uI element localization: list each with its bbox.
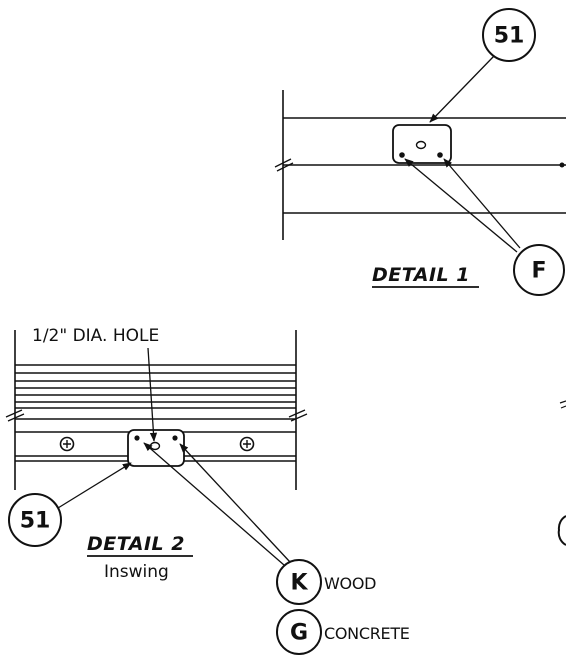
- detail-2-drawing: [5, 330, 308, 490]
- legend-wood-label: WOOD: [324, 574, 376, 593]
- callout-g-circle: [276, 609, 322, 655]
- callout-k-circle: [276, 559, 322, 605]
- callout-51-bottom-circle: [8, 493, 62, 547]
- detail-2-break-mark-left: [5, 409, 25, 422]
- edge-break-mark-fragment: [559, 400, 566, 409]
- detail-2-screw-left: [134, 435, 140, 441]
- detail-2-fastener-right: [239, 436, 255, 452]
- callout-f: F: [404, 158, 565, 296]
- callout-51-top-leader: [429, 55, 495, 123]
- callout-51-bottom-leader: [57, 462, 132, 509]
- detail-2-subtitle: Inswing: [104, 562, 169, 582]
- callout-k-label: K: [290, 571, 308, 596]
- detail-2-title: DETAIL 2: [87, 533, 185, 555]
- callout-51-top: 51: [429, 8, 536, 123]
- callout-k-leader-right: [179, 443, 291, 563]
- legend-concrete-label: CONCRETE: [324, 624, 410, 643]
- detail-1-break-mark: [274, 158, 294, 172]
- detail-1-drawing: [274, 90, 566, 240]
- callout-k: K WOOD: [143, 442, 376, 605]
- callout-f-leader-right: [443, 158, 521, 249]
- callout-51-top-label: 51: [494, 24, 525, 49]
- detail-2-fastener-left: [59, 436, 75, 452]
- detail-2-screw-right: [172, 435, 178, 441]
- callout-51-bottom-label: 51: [20, 509, 51, 534]
- edge-callout-fragment: [557, 515, 566, 546]
- callout-g: G CONCRETE: [276, 609, 410, 655]
- detail-2-hole-leader: [147, 347, 158, 442]
- detail-2-plate: [127, 429, 185, 467]
- detail-2-break-mark-right: [288, 409, 308, 422]
- detail-2-hole-note: 1/2" DIA. HOLE: [32, 326, 159, 346]
- callout-f-leader-left: [404, 158, 518, 253]
- detail-1-edge-dot: [559, 162, 565, 168]
- detail-1-screw-right: [437, 152, 443, 158]
- detail-1-screw-left: [399, 152, 405, 158]
- callout-f-circle: [513, 244, 565, 296]
- callout-51-top-circle: [482, 8, 536, 62]
- callout-f-label: F: [531, 259, 546, 284]
- callout-51-bottom: 51: [8, 462, 132, 547]
- detail-1-title: DETAIL 1: [372, 264, 470, 286]
- callout-k-leader-left: [143, 442, 285, 566]
- detail-1-center-hole: [415, 140, 427, 150]
- callout-g-label: G: [290, 621, 308, 646]
- detail-1-plate: [392, 124, 452, 164]
